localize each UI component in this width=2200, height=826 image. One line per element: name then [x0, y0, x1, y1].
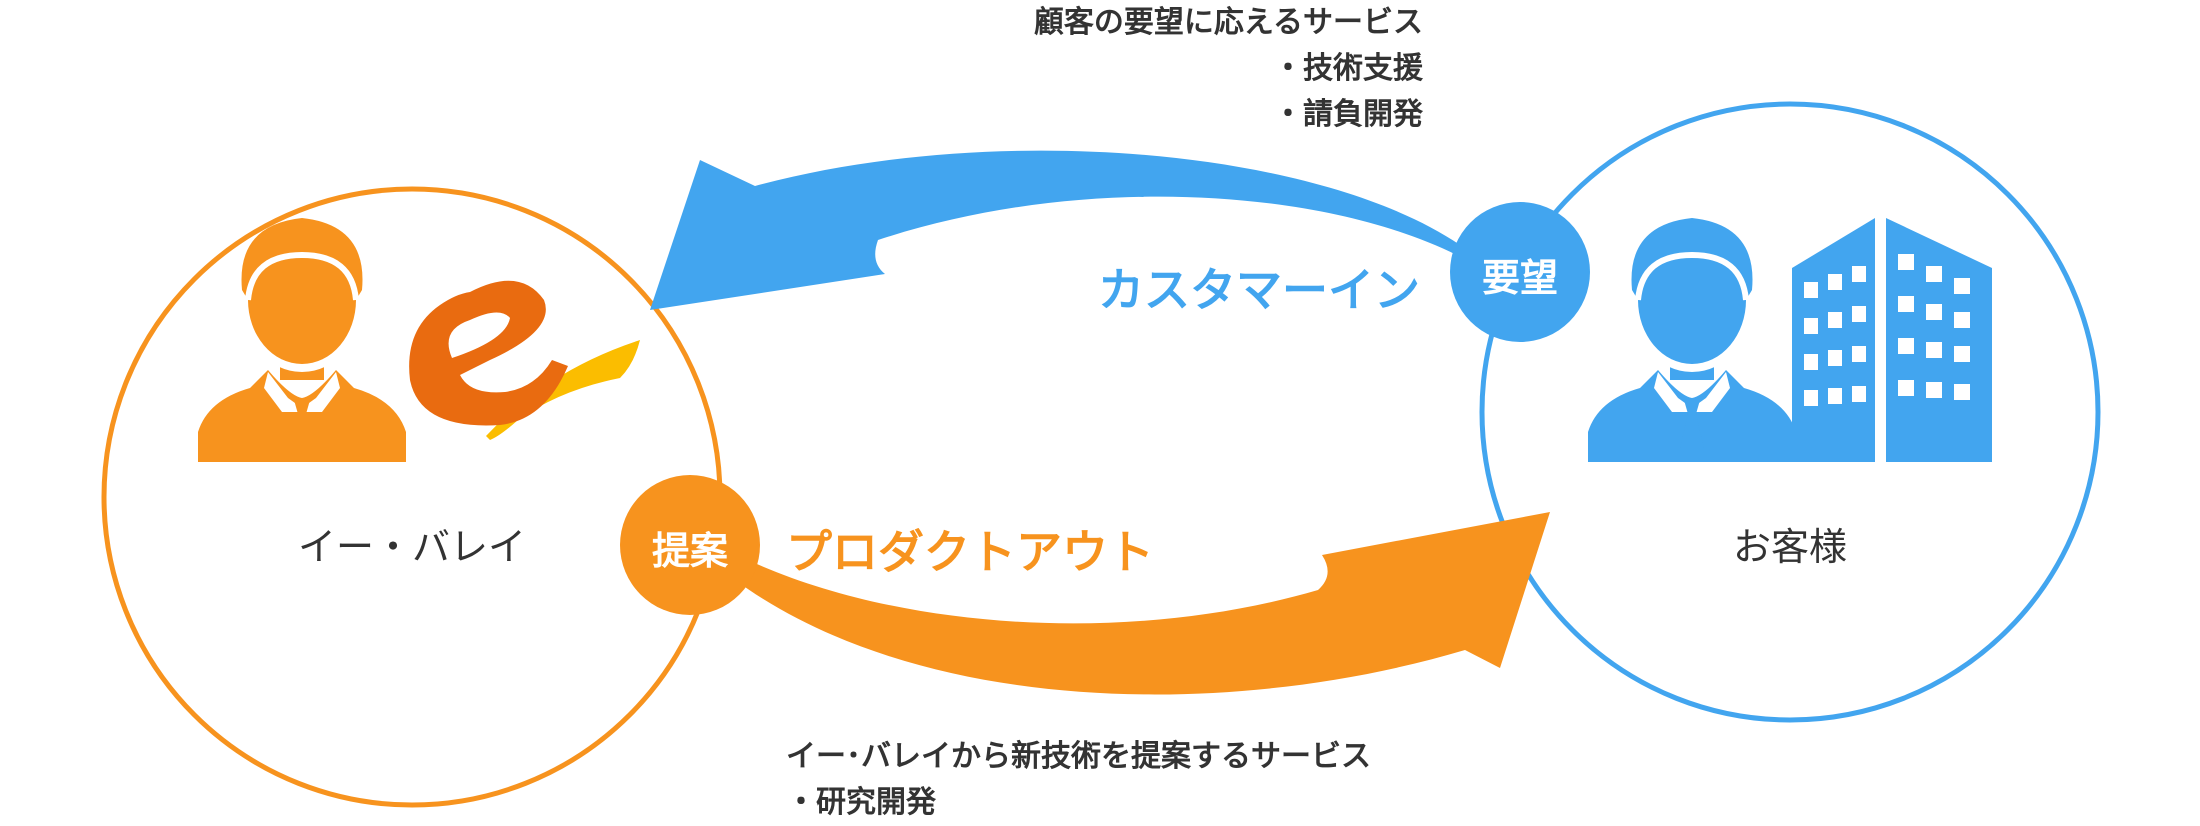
left-party-circle: [101, 186, 723, 808]
product-out-badge: [620, 475, 760, 615]
product-out-arrow: [735, 512, 1550, 695]
customer-in-arrow: [650, 150, 1470, 310]
customer-in-note: 顧客の要望に応えるサービス ・技術支援 ・請負開発: [1034, 0, 1423, 138]
customer-in-label: カスタマーイン: [1098, 263, 1420, 317]
right-party-label: お客様: [1732, 525, 1847, 569]
customer-in-badge: [1450, 202, 1590, 342]
customer-in-badge-label: 要望: [1481, 256, 1558, 300]
right-party-circle: [1479, 101, 2101, 723]
product-out-note-item: ・研究開発: [786, 785, 936, 820]
product-out-note: イー･バレイから新技術を提案するサービス ・研究開発: [786, 734, 1371, 826]
product-out-label: プロダクトアウト: [786, 525, 1154, 579]
right-building-icon: [1792, 218, 1992, 462]
left-logo: [409, 280, 640, 440]
left-person-icon: [198, 218, 406, 462]
right-person-icon: [1588, 218, 1796, 462]
customer-in-note-title: 顧客の要望に応えるサービス: [1033, 5, 1423, 40]
customer-in-note-item: ・技術支援: [1273, 51, 1423, 86]
customer-in-note-item: ・請負開発: [1273, 97, 1423, 132]
product-out-note-title: イー･バレイから新技術を提案するサービス: [786, 739, 1371, 774]
product-out-badge-label: 提案: [651, 529, 728, 573]
left-party-label: イー・バレイ: [297, 525, 526, 569]
